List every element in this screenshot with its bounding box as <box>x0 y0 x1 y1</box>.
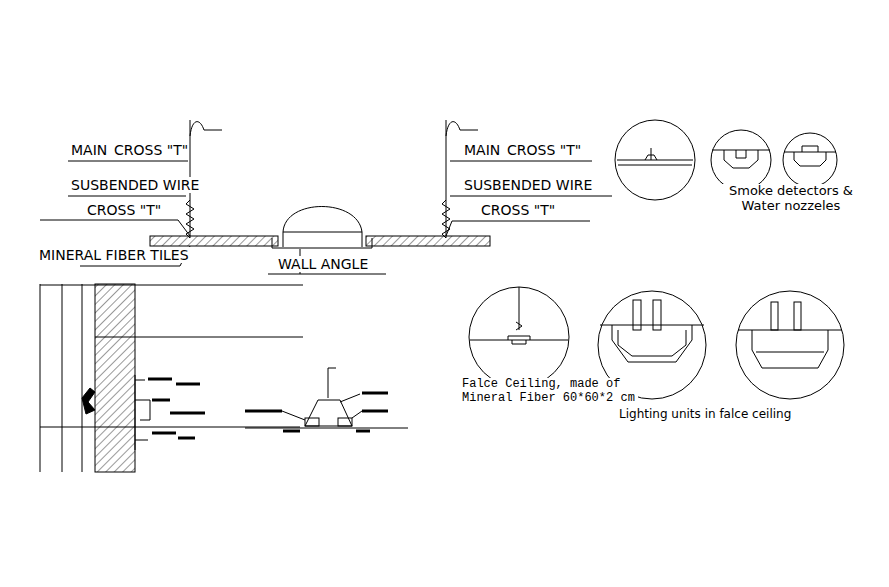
callout-label: MAIN <box>70 142 108 158</box>
callout-label: Falce Ceiling, made of Mineral Fiber 60*… <box>461 378 638 406</box>
callout-label: WALL ANGLE <box>277 256 369 272</box>
callout-label: Smoke detectors & Water nozzeles <box>710 184 872 214</box>
right-hanger <box>442 120 612 238</box>
callout-label: MAIN <box>463 142 501 158</box>
callout-label: MINERAL FIBER TILES <box>38 247 190 263</box>
callout-label: CROSS "T" <box>480 202 556 218</box>
callout-label: Lighting units in falce ceiling <box>618 408 792 422</box>
callout-label: CROSS "T" <box>86 202 162 218</box>
ceiling-tiles <box>150 207 490 275</box>
callout-label: SUSBENDED WIRE <box>70 177 200 193</box>
callout-label: SUSBENDED WIRE <box>463 177 593 193</box>
clip-detail <box>245 368 408 431</box>
callout-label: CROSS "T" <box>113 142 189 158</box>
callout-label: CROSS "T" <box>506 142 582 158</box>
wall-section <box>40 284 303 472</box>
